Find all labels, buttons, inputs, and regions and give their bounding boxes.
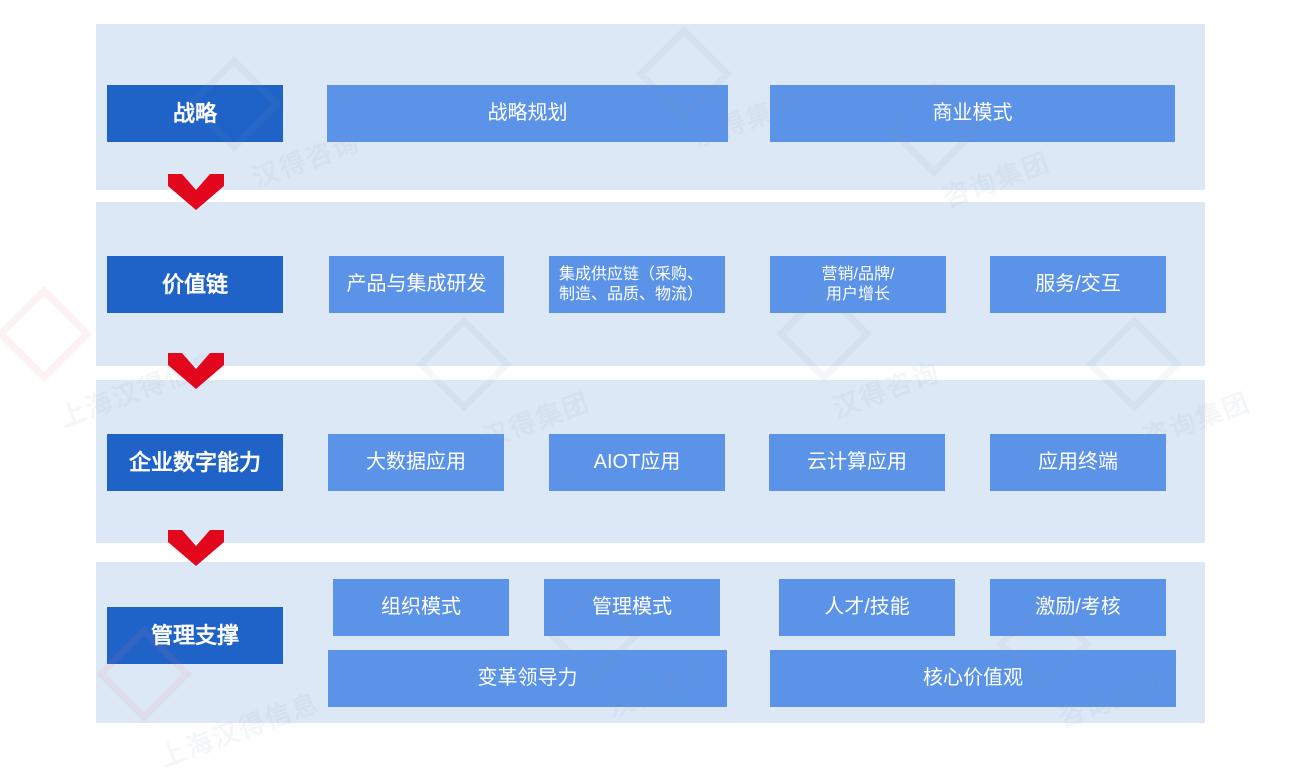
box-business-model[interactable]: 商业模式 [770,85,1175,142]
box-management-model[interactable]: 管理模式 [544,579,720,636]
box-application-terminal[interactable]: 应用终端 [990,434,1166,491]
box-integrated-supply-chain[interactable]: 集成供应链（采购、 制造、品质、物流） [549,256,725,313]
box-service-interaction[interactable]: 服务/交互 [990,256,1166,313]
box-big-data-application[interactable]: 大数据应用 [328,434,504,491]
row-label-strategy[interactable]: 战略 [107,85,283,142]
box-incentive-assessment[interactable]: 激励/考核 [990,579,1166,636]
row-label-text: 价值链 [161,271,228,297]
box-cloud-computing-application[interactable]: 云计算应用 [769,434,945,491]
row-label-digital-capability[interactable]: 企业数字能力 [107,434,283,491]
box-label: 人才/技能 [824,596,910,618]
row-label-value-chain[interactable]: 价值链 [107,256,283,313]
box-label: 集成供应链（采购、 制造、品质、物流） [559,265,704,303]
box-aiot-application[interactable]: AIOT应用 [549,434,725,491]
row-label-text: 战略 [172,100,217,126]
box-label: 营销/品牌/ 用户增长 [821,265,895,303]
box-label: 管理模式 [592,596,672,618]
row-label-text: 企业数字能力 [128,449,261,475]
watermark-diamond-icon [0,285,93,383]
box-label: 服务/交互 [1035,273,1121,295]
box-label: 核心价值观 [923,667,1023,689]
row-label-text: 管理支撑 [150,622,239,648]
row-label-management-support[interactable]: 管理支撑 [107,607,283,664]
box-marketing-brand-user-growth[interactable]: 营销/品牌/ 用户增长 [770,256,946,313]
box-label: 组织模式 [381,596,461,618]
box-label: 云计算应用 [807,451,907,473]
arrow-value-chain-to-digital-capability [168,353,224,389]
arrow-digital-capability-to-management-support [168,530,224,566]
arrow-strategy-to-value-chain [168,174,224,210]
box-label: 产品与集成研发 [346,273,487,295]
box-product-and-integrated-rnd[interactable]: 产品与集成研发 [329,256,504,313]
box-core-values[interactable]: 核心价值观 [770,650,1176,707]
box-label: 战略规划 [487,102,568,124]
box-label: AIOT应用 [593,451,681,473]
box-talent-skills[interactable]: 人才/技能 [779,579,955,636]
box-organization-model[interactable]: 组织模式 [333,579,509,636]
box-change-leadership[interactable]: 变革领导力 [328,650,727,707]
box-label: 变革领导力 [477,667,578,689]
box-label: 激励/考核 [1035,596,1121,618]
box-label: 大数据应用 [366,451,466,473]
box-label: 应用终端 [1038,451,1118,473]
box-strategy-planning[interactable]: 战略规划 [327,85,728,142]
box-label: 商业模式 [932,102,1013,124]
